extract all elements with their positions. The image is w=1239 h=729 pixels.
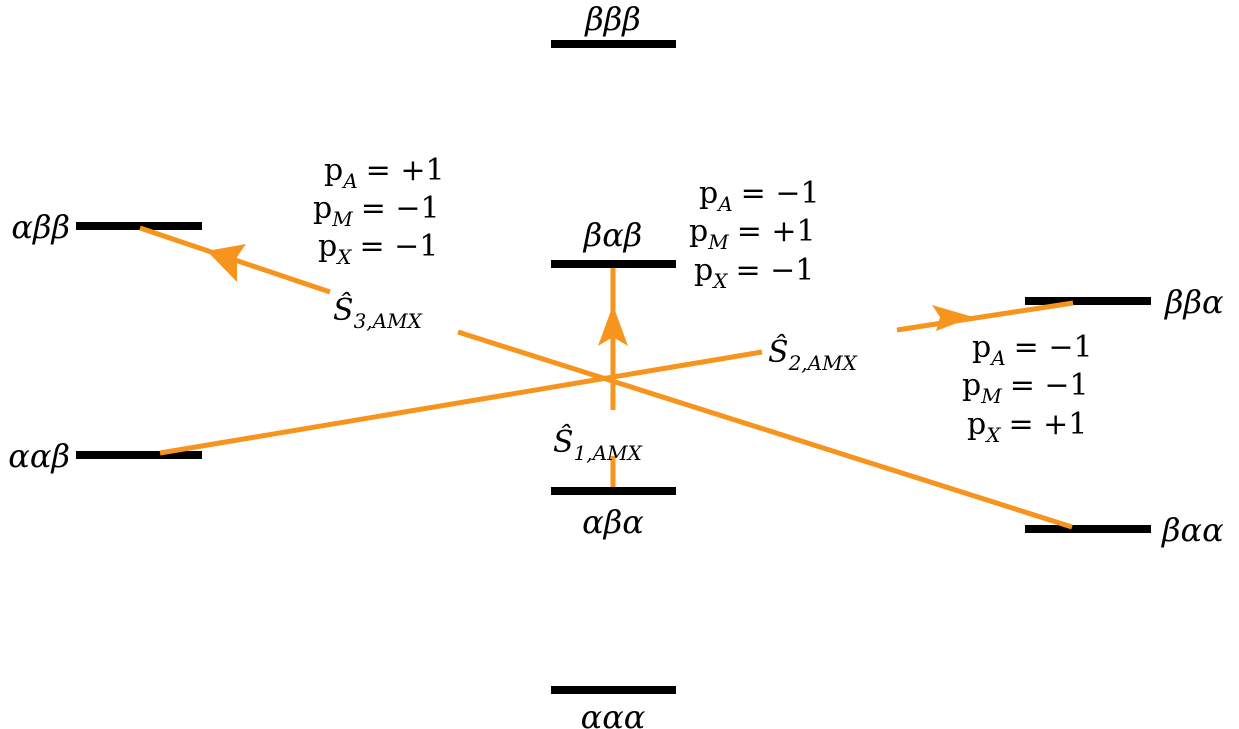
state-label-aab: ααβ xyxy=(8,437,70,475)
state-label-baa: βαα xyxy=(1161,511,1224,549)
parity-s1-x: pX= −1 xyxy=(694,253,814,293)
parity-block-s2: pA= −1 pM= −1 pX= +1 xyxy=(962,330,1093,447)
parity-block-s1: pA= −1 pM= +1 pX= −1 xyxy=(689,176,820,293)
state-label-abb: αββ xyxy=(11,208,70,246)
state-label-bbb: βββ xyxy=(584,0,641,38)
parity-s2-a: pA= −1 xyxy=(972,330,1093,370)
operator-label-s1: Ŝ1,AMX xyxy=(553,424,643,465)
parity-s3-a: pA= +1 xyxy=(324,153,445,193)
arrowhead-s2-icon xyxy=(932,305,973,331)
parity-s1-a: pA= −1 xyxy=(699,176,820,216)
transition-s3-right xyxy=(457,329,1073,530)
state-label-bab: βαβ xyxy=(583,216,643,254)
state-label-aba: αβα xyxy=(582,503,644,541)
parity-s3-m: pM= −1 xyxy=(313,191,440,231)
parity-s1-m: pM= +1 xyxy=(689,214,816,254)
state-label-aaa: ααα xyxy=(581,698,646,729)
transition-s2-right xyxy=(896,300,1074,333)
state-label-bba: ββα xyxy=(1164,283,1224,321)
transition-s2-left xyxy=(159,349,763,456)
operator-label-s3: Ŝ3,AMX xyxy=(333,292,423,333)
parity-s2-x: pX= +1 xyxy=(967,407,1087,447)
arrowhead-s1-icon xyxy=(598,305,628,346)
parity-s2-m: pM= −1 xyxy=(962,368,1089,408)
arrowhead-s3-icon xyxy=(207,244,246,282)
parity-block-s3: pA= +1 pM= −1 pX= −1 xyxy=(313,153,445,269)
parity-s3-x: pX= −1 xyxy=(318,229,438,269)
operator-label-s2: Ŝ2,AMX xyxy=(768,334,858,375)
